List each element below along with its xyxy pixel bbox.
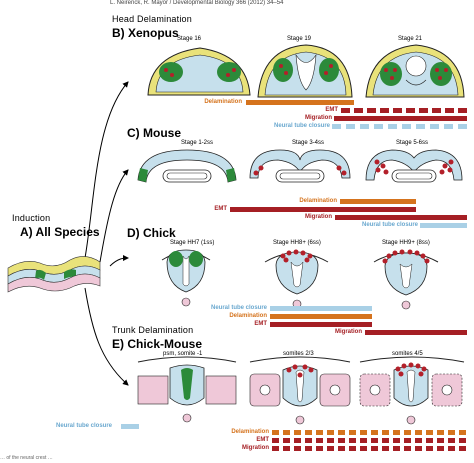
trunk-somites-4-5 <box>359 356 465 425</box>
stage-label: psm, somite -1 <box>163 351 203 357</box>
trunk-somites-2-3 <box>249 356 351 425</box>
stage-label: somites 2/3 <box>283 351 314 357</box>
bar-label-neural-tube-closure: Neural tube closure <box>273 123 330 129</box>
mouse-stage5-6ss <box>365 149 463 183</box>
section-trunk-delamination: Trunk Delamination <box>112 325 194 335</box>
induction-embryo <box>7 256 101 293</box>
panel-a-title: A) All Species <box>20 225 100 239</box>
section-head-delamination: Head Delamination <box>112 14 192 24</box>
bar-emt <box>341 108 467 113</box>
stage-label: Stage 1-2ss <box>181 140 214 146</box>
bar-migration <box>272 446 467 451</box>
bar-emt <box>230 207 416 212</box>
bar-label-neural-tube-closure: Neural tube closure <box>56 423 113 429</box>
bar-label-delamination: Delamination <box>231 429 269 435</box>
panel-e-title: E) Chick-Mouse <box>112 337 203 351</box>
chick-hh7 <box>161 249 211 307</box>
bar-label-delamination: Delamination <box>299 198 337 204</box>
bar-neural-tube-closure <box>121 424 139 429</box>
bar-label-neural-tube-closure: Neural tube closure <box>361 222 418 228</box>
bar-label-delamination: Delamination <box>229 313 267 319</box>
panel-d-title: D) Chick <box>127 226 176 240</box>
bar-label-migration: Migration <box>242 445 269 451</box>
stage-label: Stage HH7 (1ss) <box>170 240 215 246</box>
stage-label: Stage 5-6ss <box>396 140 429 146</box>
bar-migration <box>365 330 467 335</box>
bar-label-migration: Migration <box>335 329 362 335</box>
stage-label: Stage HH9+ (8ss) <box>382 240 430 246</box>
bar-delamination <box>272 430 467 435</box>
bar-label-emt: EMT <box>214 206 227 212</box>
bar-label-migration: Migration <box>305 115 332 121</box>
mouse-stage3-4ss <box>249 149 351 183</box>
bar-migration <box>335 215 467 220</box>
bar-label-delamination: Delamination <box>204 99 242 105</box>
chick-hh9 <box>373 249 439 310</box>
panel-b-title: B) Xenopus <box>112 26 179 40</box>
chick-hh8 <box>264 249 329 309</box>
bar-delamination <box>340 199 416 204</box>
xenopus-stage19 <box>257 44 353 98</box>
bar-label-neural-tube-closure: Neural tube closure <box>210 305 267 311</box>
mouse-stage1-2ss <box>137 149 237 183</box>
bar-label-emt: EMT <box>325 107 338 113</box>
bar-neural-tube-closure <box>420 223 467 228</box>
caption-fragment: … of the neural crest … <box>0 455 53 461</box>
bar-neural-tube-closure <box>270 306 372 311</box>
stage-label: Stage HH8+ (6ss) <box>273 240 321 246</box>
bar-label-emt: EMT <box>254 321 267 327</box>
section-induction: Induction <box>12 213 51 223</box>
trunk-psm <box>137 356 237 423</box>
lineage-arrows <box>84 81 129 386</box>
bar-neural-tube-closure <box>332 124 467 129</box>
stage-label: Stage 16 <box>177 36 202 42</box>
bar-migration <box>334 116 467 121</box>
xenopus-stage16 <box>147 47 251 96</box>
panel-c-title: C) Mouse <box>127 126 181 140</box>
stage-label: Stage 19 <box>287 36 312 42</box>
bar-label-emt: EMT <box>256 437 269 443</box>
stage-label: somites 4/5 <box>392 351 423 357</box>
bar-emt <box>270 322 372 327</box>
bar-label-migration: Migration <box>305 214 332 220</box>
bar-delamination <box>246 100 354 105</box>
stage-label: Stage 3-4ss <box>292 140 325 146</box>
journal-header: L. Neirenck, R. Mayor / Developmental Bi… <box>110 0 284 6</box>
xenopus-stage21 <box>365 44 465 98</box>
bar-emt <box>272 438 467 443</box>
stage-label: Stage 21 <box>398 36 423 42</box>
bar-delamination <box>270 314 372 319</box>
